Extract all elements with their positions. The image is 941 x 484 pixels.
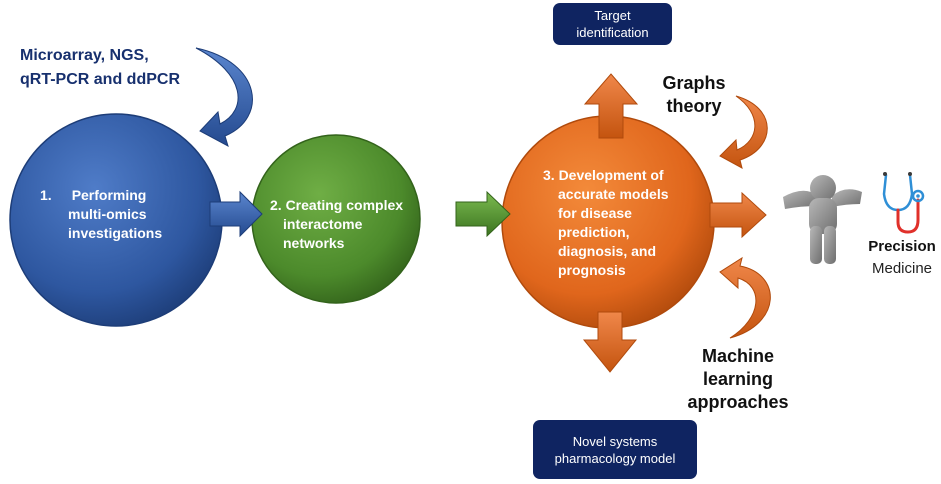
step-1-line1: 1.Performing	[40, 187, 147, 203]
inputs-label: Microarray, NGS, qRT-PCR and ddPCR	[20, 44, 180, 92]
outcome-line2: Medicine	[871, 260, 933, 277]
ml-line3: approaches	[687, 392, 789, 412]
step-3-line1: 3. Development of	[543, 167, 664, 183]
graphs-line1: Graphs	[662, 73, 726, 93]
target-box-line1: Target	[594, 8, 631, 23]
outcome-line1: Precision	[868, 238, 936, 255]
step-3-line4: prediction,	[558, 224, 630, 240]
step-3-line3: for disease	[558, 205, 632, 221]
novel-box-line2: pharmacology model	[554, 450, 676, 466]
step-1-number: 1.	[40, 187, 52, 203]
step-1-line2: multi-omics	[68, 206, 147, 222]
novel-model-box: Novel systems pharmacology model	[533, 420, 697, 479]
step-2-line3: networks	[283, 235, 345, 251]
ml-line1: Machine	[701, 346, 775, 366]
graphs-curved-arrow-icon	[719, 95, 768, 169]
target-box-line2: identification	[576, 25, 649, 40]
graphs-theory-label: Graphs theory	[652, 72, 736, 118]
step-1-text: 1.Performing multi-omics investigations	[40, 186, 162, 243]
precision-medicine-label: Precision Medicine	[866, 236, 938, 280]
inputs-label-line2: qRT-PCR and ddPCR	[20, 71, 180, 88]
ml-curved-arrow-icon	[719, 256, 771, 339]
curved-arrow-icon	[195, 47, 253, 148]
step-2-line1: 2. Creating complex	[270, 197, 404, 213]
target-identification-box: Target identification	[553, 3, 672, 45]
ml-line2: learning	[702, 369, 773, 389]
arrow-step1-to-step2	[209, 190, 263, 238]
step-1-line3: investigations	[68, 225, 163, 241]
machine-learning-label: Machine learning approaches	[686, 345, 790, 414]
arrow-step2-to-step3	[455, 190, 511, 238]
person-icon	[783, 175, 862, 264]
graphs-line2: theory	[666, 96, 722, 116]
step-2-line2: interactome	[283, 216, 363, 232]
step-3-line6: prognosis	[558, 262, 626, 278]
arrow-down-to-novel-model	[582, 311, 638, 373]
inputs-label-line1: Microarray, NGS,	[20, 47, 149, 64]
arrow-up-to-target	[583, 73, 639, 139]
novel-box-line1: Novel systems	[572, 433, 658, 449]
step-3-line5: diagnosis, and	[558, 243, 657, 259]
arrow-step3-to-outcome	[709, 191, 767, 239]
step-3-line2: accurate models	[558, 186, 669, 202]
stethoscope-icon	[882, 172, 925, 234]
step-3-text: 3. Development of accurate models for di…	[543, 166, 669, 280]
step-2-text: 2. Creating complex interactome networks	[270, 196, 403, 253]
